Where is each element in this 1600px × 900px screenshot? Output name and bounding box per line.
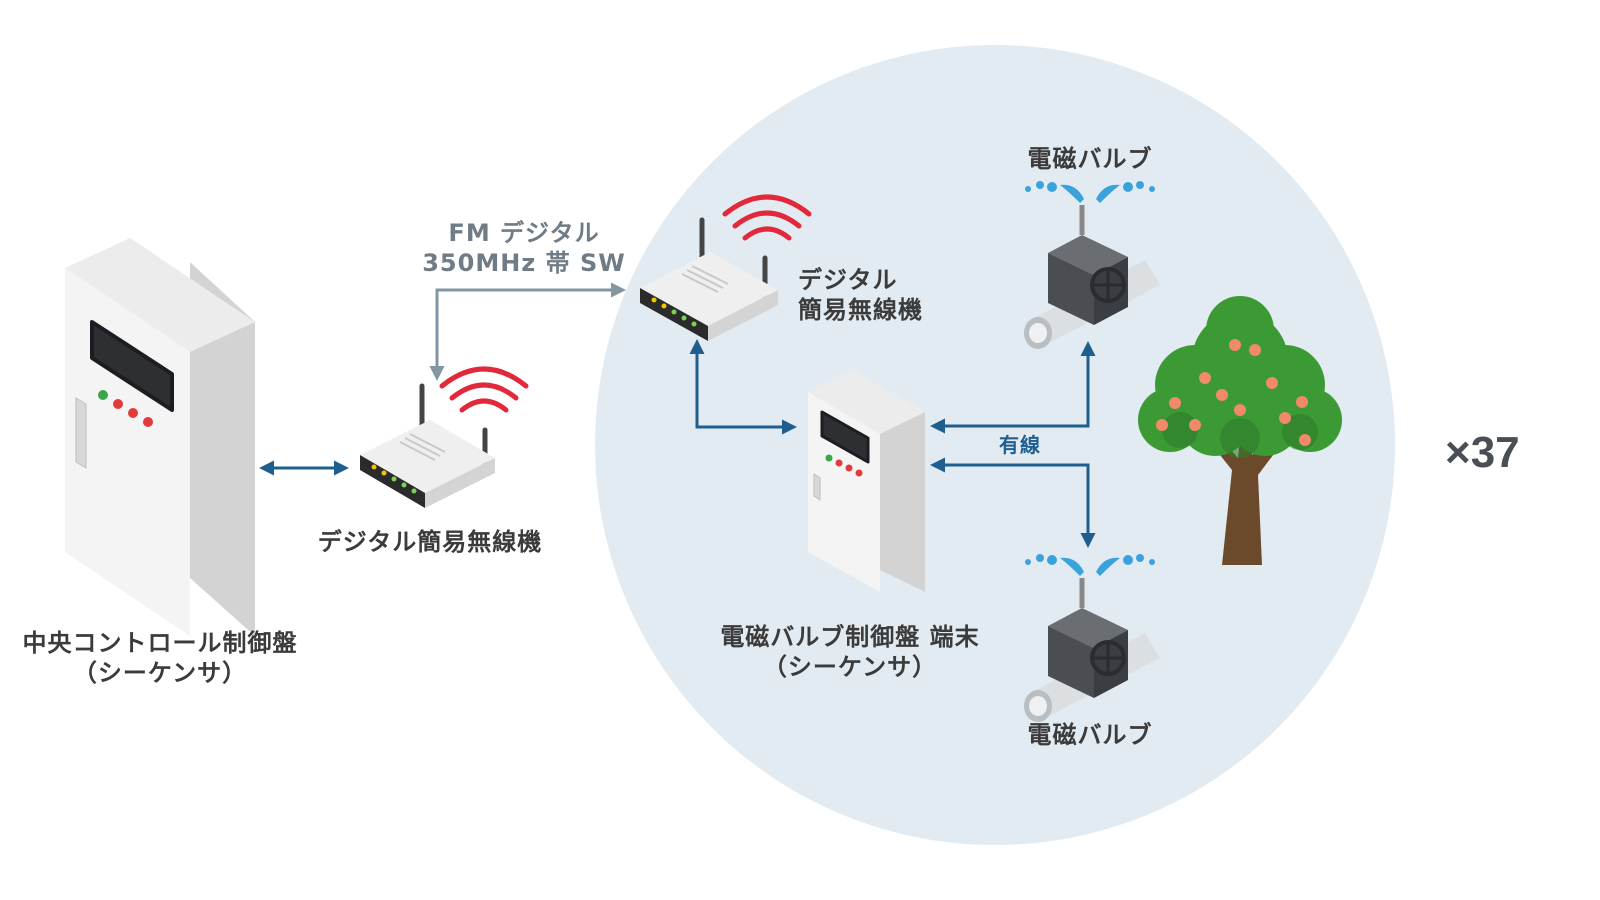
link-arrow	[689, 339, 797, 435]
radio-link-label: FM デジタル 350MHz 帯 SW	[415, 218, 633, 278]
control-panel-icon	[65, 238, 255, 636]
wired-label: 有線	[999, 433, 1041, 457]
solenoid-valve-icon	[1024, 554, 1160, 722]
control-panel-icon	[808, 370, 925, 592]
terminal-panel-label-line1: 電磁バルブ制御盤 端末	[720, 623, 980, 651]
right-radio-label-line2: 簡易無線機	[798, 296, 923, 324]
terminal-panel-label: 電磁バルブ制御盤 端末 （シーケンサ）	[690, 622, 1010, 682]
top-valve-label: 電磁バルブ	[1027, 145, 1153, 173]
bottom-valve-label: 電磁バルブ	[1027, 721, 1153, 749]
terminal-panel-label-line2: （シーケンサ）	[762, 653, 938, 681]
signal-waves-icon	[439, 366, 529, 413]
wireless-router-icon	[640, 217, 778, 341]
tree-icon	[1138, 296, 1342, 565]
wired-arrow	[930, 341, 1096, 434]
wired-arrow	[930, 457, 1096, 548]
signal-waves-icon	[722, 194, 812, 241]
radio-link-arrow	[429, 282, 626, 381]
field-zone-circle	[595, 45, 1395, 845]
right-radio-label-line1: デジタル	[798, 266, 898, 294]
central-panel-label-line1: 中央コントロール制御盤	[22, 629, 298, 657]
multiplier-label: ×37	[1445, 428, 1520, 477]
wireless-router-icon	[360, 383, 495, 508]
central-panel-label: 中央コントロール制御盤 （シーケンサ）	[5, 628, 315, 688]
radio-link-label-line2: 350MHz 帯 SW	[422, 249, 626, 277]
central-panel-label-line2: （シーケンサ）	[72, 659, 248, 687]
solenoid-valve-icon	[1024, 181, 1160, 349]
radio-link-label-line1: FM デジタル	[448, 219, 600, 247]
right-radio-label: デジタル 簡易無線機	[798, 265, 923, 325]
left-radio-label: デジタル簡易無線機	[317, 528, 543, 556]
